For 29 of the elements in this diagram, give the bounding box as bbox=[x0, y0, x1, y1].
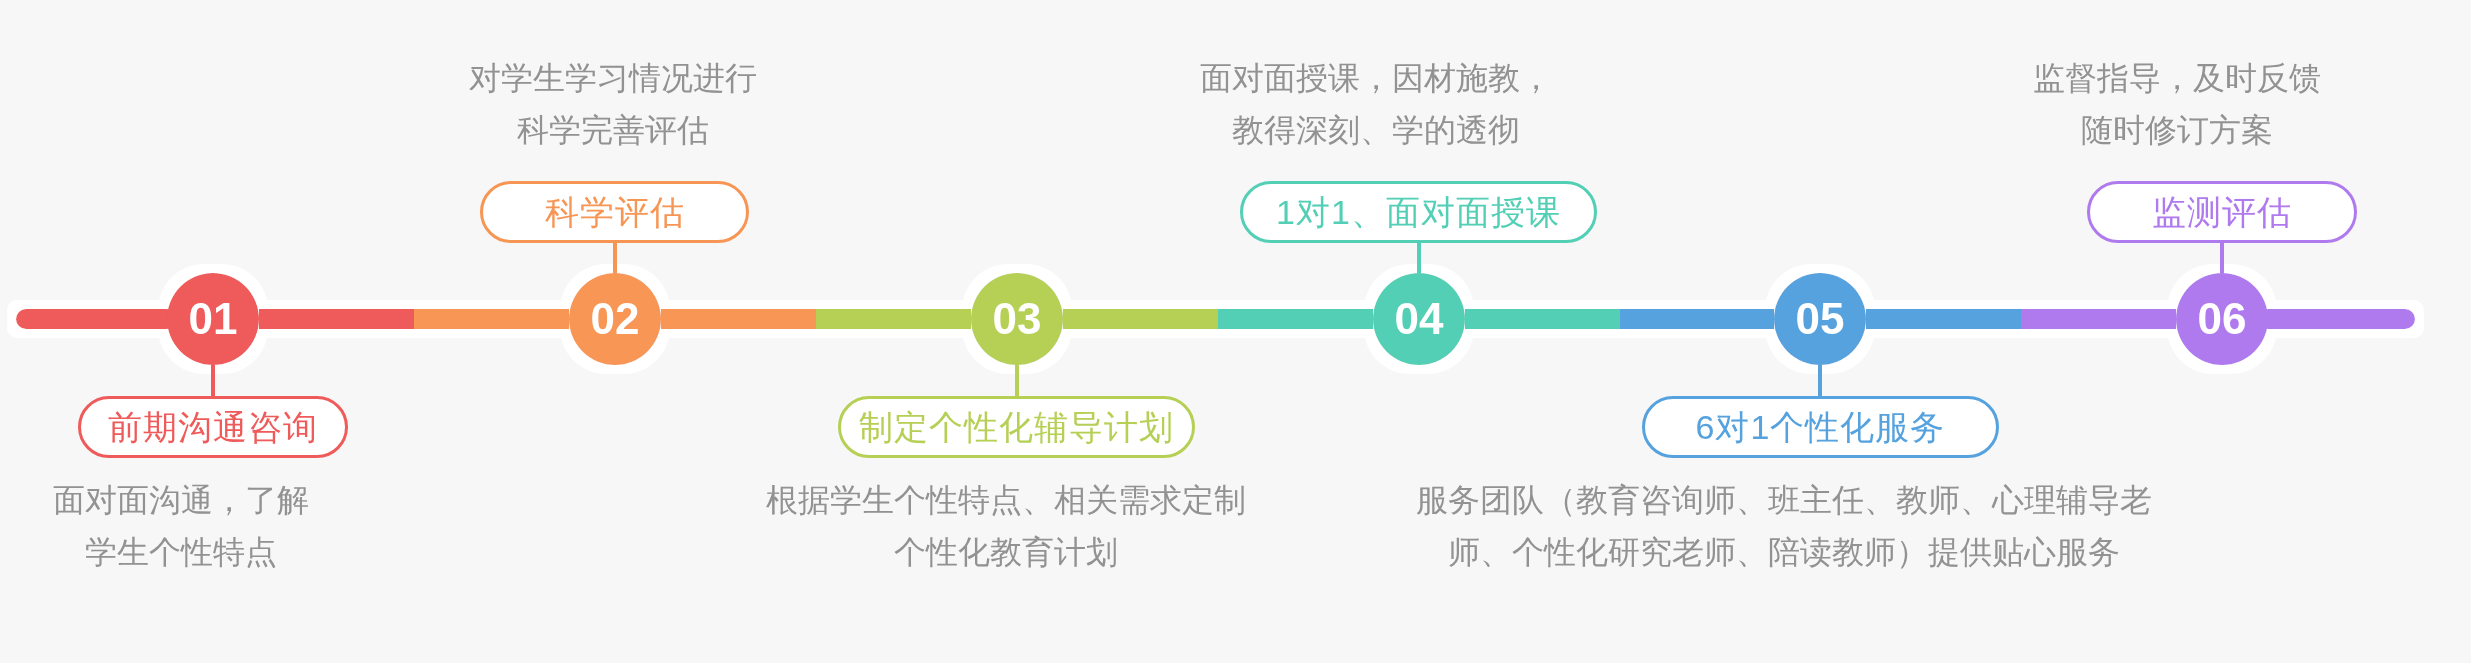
step-title-pill: 监测评估 bbox=[2087, 181, 2357, 243]
connector-line bbox=[211, 365, 215, 396]
step-title-pill: 前期沟通咨询 bbox=[78, 396, 348, 458]
step-number-circle: 06 bbox=[2176, 273, 2268, 365]
timeline-segment bbox=[1866, 309, 2176, 329]
step-description: 面对面沟通，了解学生个性特点 bbox=[52, 481, 310, 572]
step-description: 服务团队（教育咨询师、班主任、教师、心理辅导老师、个性化研究老师、陪读教师）提供贴心服务 bbox=[1415, 481, 2153, 572]
step-description: 监督指导，及时反馈随时修订方案 bbox=[2032, 59, 2322, 150]
timeline-segment bbox=[1063, 309, 1373, 329]
step-title-pill: 制定个性化辅导计划 bbox=[838, 396, 1195, 458]
timeline-segment bbox=[1465, 309, 1774, 329]
step-number-circle: 01 bbox=[167, 273, 259, 365]
step-description: 根据学生个性特点、相关需求定制个性化教育计划 bbox=[765, 481, 1247, 572]
step-title-pill: 1对1、面对面授课 bbox=[1240, 181, 1597, 243]
step-description: 面对面授课，因材施教，教得深刻、学的透彻 bbox=[1199, 59, 1553, 150]
timeline-segment bbox=[259, 309, 569, 329]
connector-line bbox=[1015, 365, 1019, 396]
step-number-circle: 05 bbox=[1774, 273, 1866, 365]
step-title-pill: 科学评估 bbox=[480, 181, 749, 243]
connector-line bbox=[1818, 365, 1822, 396]
connector-line bbox=[1417, 243, 1421, 273]
step-number-circle: 03 bbox=[971, 273, 1063, 365]
step-title-pill: 6对1个性化服务 bbox=[1642, 396, 1999, 458]
step-number-circle: 02 bbox=[569, 273, 661, 365]
step-number-circle: 04 bbox=[1373, 273, 1465, 365]
connector-line bbox=[613, 243, 617, 273]
connector-line bbox=[2220, 243, 2224, 273]
timeline-segment bbox=[661, 309, 971, 329]
step-description: 对学生学习情况进行科学完善评估 bbox=[468, 59, 758, 150]
